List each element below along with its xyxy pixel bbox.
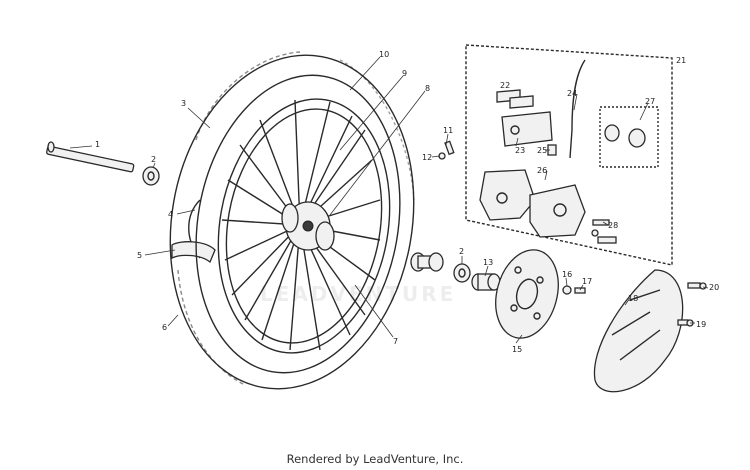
- callout-20: 20: [709, 283, 719, 292]
- callout-2-left: 2: [151, 155, 156, 164]
- callout-18: 18: [628, 294, 638, 303]
- hub-part[interactable]: [281, 201, 335, 251]
- callout-1: 1: [95, 140, 100, 149]
- callout-22: 22: [500, 81, 510, 90]
- callout-21: 21: [676, 56, 686, 65]
- tire-part[interactable]: [145, 36, 440, 409]
- piston-kit-box: [599, 106, 659, 168]
- callout-15: 15: [512, 345, 522, 354]
- brake-disc-part[interactable]: [486, 243, 567, 345]
- callout-23: 23: [515, 146, 525, 155]
- callout-24: 24: [567, 89, 577, 98]
- axle-part[interactable]: [46, 141, 135, 173]
- callout-5: 5: [137, 251, 142, 260]
- caliper-body-part[interactable]: [479, 169, 586, 238]
- callout-4: 4: [168, 210, 173, 219]
- callout-25: 25: [537, 146, 547, 155]
- pad-plate-part[interactable]: [501, 111, 553, 147]
- render-credit-footer: Rendered by LeadVenture, Inc.: [286, 452, 464, 466]
- callout-26: 26: [537, 166, 547, 175]
- callout-2-right: 2: [459, 247, 464, 256]
- callout-labels: 1 2 2 3 4 5 6 7 8 9 10 11 12 13 15 16 17…: [95, 50, 719, 354]
- callout-13: 13: [483, 258, 493, 267]
- caliper-bolt-part[interactable]: [591, 219, 617, 244]
- brake-pads-part[interactable]: [496, 89, 534, 109]
- disc-guard-part[interactable]: [593, 269, 684, 393]
- valve-part[interactable]: [438, 140, 455, 160]
- brake-hose-part[interactable]: [569, 59, 586, 159]
- piston-part[interactable]: [604, 124, 646, 148]
- bearing-part[interactable]: [471, 273, 501, 291]
- callout-12: 12: [422, 153, 432, 162]
- caliper-assembly-box: [465, 44, 673, 266]
- leader-lines: [69, 56, 709, 344]
- guard-bolt-upper-part[interactable]: [687, 282, 707, 290]
- callout-7: 7: [393, 337, 398, 346]
- callout-17: 17: [582, 277, 592, 286]
- collar-left-part[interactable]: [142, 166, 160, 186]
- disc-bolt-part[interactable]: [562, 285, 586, 295]
- callout-3: 3: [181, 99, 186, 108]
- callout-16: 16: [562, 270, 572, 279]
- callout-8: 8: [425, 84, 430, 93]
- collar-right-part[interactable]: [453, 263, 471, 283]
- callout-11: 11: [443, 126, 453, 135]
- callout-6: 6: [162, 323, 167, 332]
- callout-28: 28: [608, 221, 618, 230]
- watermark-text: LEADVENTURE: [260, 282, 457, 306]
- callout-19: 19: [696, 320, 706, 329]
- spacer-right-part[interactable]: [410, 252, 444, 272]
- callout-10: 10: [379, 50, 389, 59]
- callout-9: 9: [402, 69, 407, 78]
- callout-27: 27: [645, 97, 655, 106]
- rim-band-part[interactable]: [171, 241, 216, 264]
